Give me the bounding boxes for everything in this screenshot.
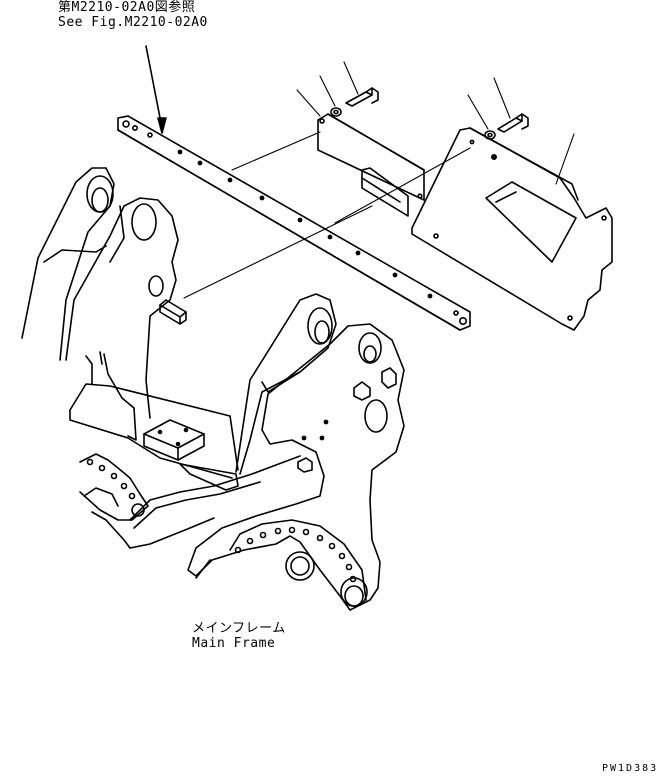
rectangular-plate [318,114,424,200]
reference-note-en: See Fig.M2210-02A0 [58,15,208,30]
main-frame-label-en: Main Frame [192,636,276,651]
reference-note-jp: 第M2210-02A0図参照 [58,0,196,15]
reference-note: 第M2210-02A0図参照 See Fig.M2210-02A0 [58,0,208,30]
main-frame-label: メインフレーム Main Frame [192,621,286,651]
long-bar [118,116,470,330]
assembly-lines [184,132,470,298]
main-frame-label-jp: メインフレーム [192,621,286,636]
bolt-right [498,114,528,132]
drawing-code: PW1D383 [602,763,659,774]
spacer-piece [362,168,408,216]
washer-left [331,108,341,116]
small-block [160,300,186,324]
bolt-left [346,88,378,106]
main-frame [22,168,404,610]
part-leaders [297,62,574,184]
reference-leader [146,46,166,133]
large-cover-plate [412,128,612,330]
